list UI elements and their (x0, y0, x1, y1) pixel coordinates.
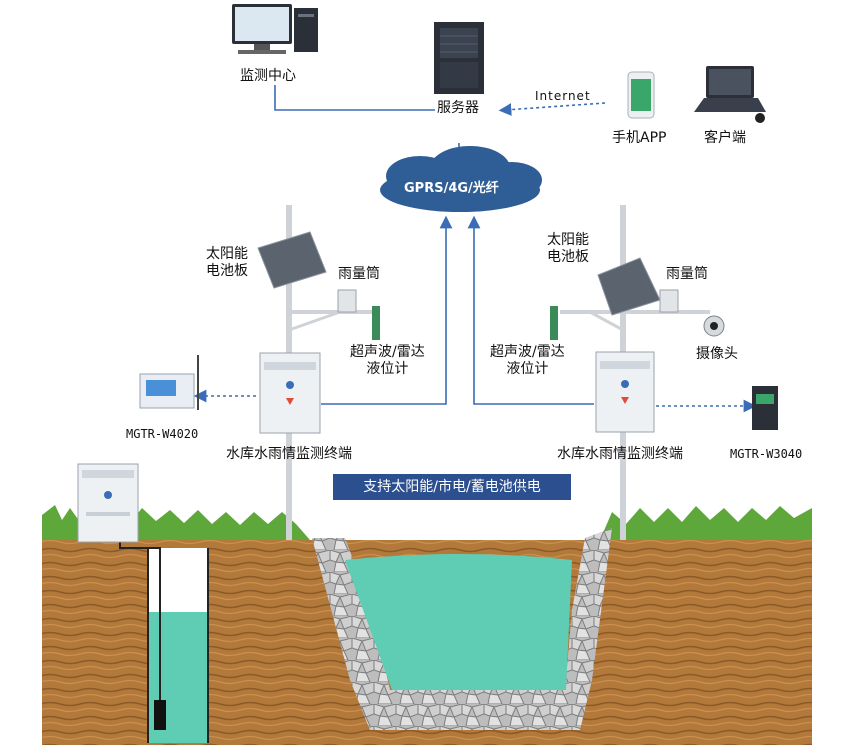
right-level-meter-label: 超声波/雷达 液位计 (490, 344, 565, 377)
grass (42, 505, 812, 540)
right-terminal-label: 水库水雨情监测终端 (557, 446, 683, 462)
reservoir-water (345, 554, 572, 690)
left-solar-label: 太阳能 电池板 (206, 246, 248, 279)
server-icon (434, 22, 484, 94)
mobile-app-label: 手机APP (612, 130, 667, 146)
right-device-label: MGTR-W3040 (730, 447, 803, 461)
left-terminal-label: 水库水雨情监测终端 (226, 446, 352, 462)
right-rain-gauge-label: 雨量筒 (666, 266, 708, 282)
camera-label: 摄像头 (696, 346, 738, 362)
right-station (550, 205, 778, 540)
server-label: 服务器 (437, 100, 479, 116)
internet-label: Internet (535, 89, 591, 103)
monitor-computer-icon (232, 4, 318, 54)
network-label: GPRS/4G/光纤 (404, 181, 499, 196)
monitoring-center-label: 监测中心 (240, 68, 296, 84)
network-cloud (380, 146, 542, 212)
client-label: 客户端 (704, 130, 746, 146)
phone-icon (627, 71, 655, 119)
left-rain-gauge-label: 雨量筒 (338, 266, 380, 282)
left-station (139, 205, 380, 540)
reservoir-bank (312, 528, 612, 730)
power-supply-banner: 支持太阳能/市电/蓄电池供电 (333, 474, 571, 500)
left-device-label: MGTR-W4020 (126, 427, 199, 441)
well (119, 540, 209, 743)
laptop-icon (694, 66, 766, 123)
well-terminal-box (77, 463, 139, 543)
left-level-meter-label: 超声波/雷达 液位计 (350, 344, 425, 377)
right-solar-label: 太阳能 电池板 (547, 232, 589, 265)
